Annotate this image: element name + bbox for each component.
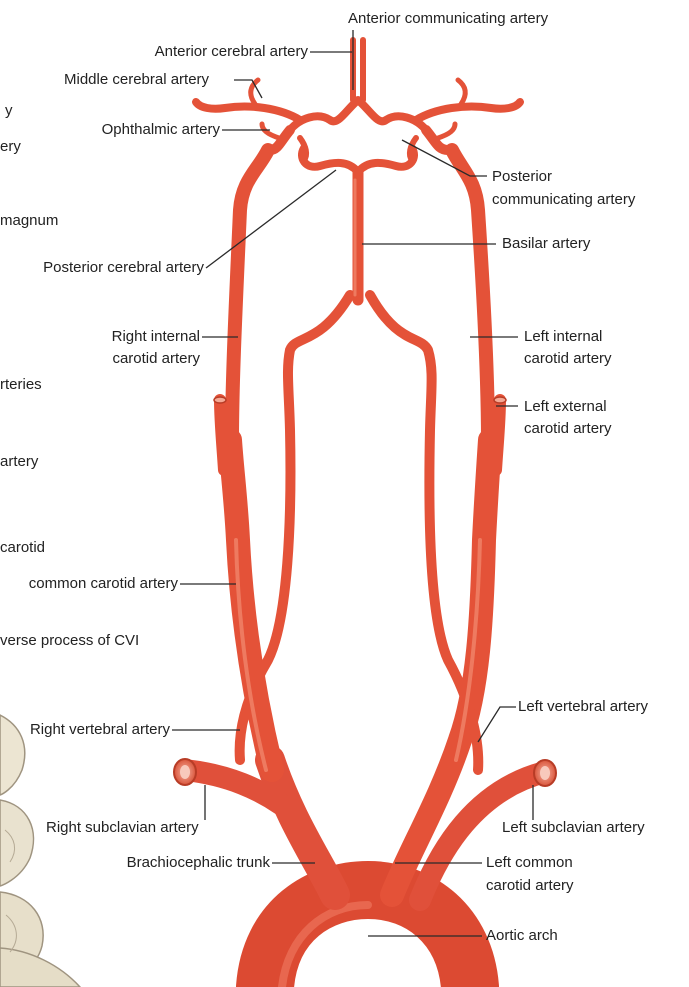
- label-basilar-artery: Basilar artery: [502, 233, 590, 255]
- label-anterior-communicating-artery: Anterior communicating artery: [348, 8, 548, 30]
- label-right-subclavian-artery: Right subclavian artery: [46, 817, 199, 839]
- cropped-label-carotid: carotid: [0, 537, 45, 559]
- label-right-internal-carotid-line1: Right internal: [60, 326, 200, 348]
- label-anterior-cerebral-artery: Anterior cerebral artery: [114, 41, 308, 63]
- cropped-label-1: y: [5, 100, 13, 122]
- label-brachiocephalic-trunk: Brachiocephalic trunk: [60, 852, 270, 874]
- label-left-common-carotid-line1: Left common: [486, 852, 573, 874]
- label-left-internal-carotid-line1: Left internal: [524, 326, 602, 348]
- cropped-label-2: ery: [0, 136, 21, 158]
- cropped-label-arteries: rteries: [0, 374, 42, 396]
- label-middle-cerebral-artery: Middle cerebral artery: [64, 69, 209, 91]
- cropped-label-transverse-process: verse process of CVI: [0, 630, 139, 652]
- right-internal-carotid: [232, 150, 268, 440]
- middle-cerebral-artery: [196, 102, 300, 120]
- label-left-vertebral-artery: Left vertebral artery: [518, 696, 648, 718]
- label-left-internal-carotid-line2: carotid artery: [524, 348, 612, 370]
- right-vertebral-artery: [240, 295, 350, 760]
- cropped-label-foramen-magnum: magnum: [0, 210, 58, 232]
- left-vertebral-artery: [370, 295, 478, 770]
- cropped-label-artery: artery: [0, 451, 38, 473]
- label-posterior-communicating-line2: communicating artery: [492, 189, 635, 211]
- label-posterior-communicating-line1: Posterior: [492, 166, 552, 188]
- circle-of-willis: [290, 100, 426, 130]
- left-external-lumen: [494, 397, 506, 403]
- label-right-internal-carotid-line2: carotid artery: [60, 348, 200, 370]
- label-ophthalmic-artery: Ophthalmic artery: [60, 119, 220, 141]
- right-common-carotid: [230, 440, 272, 770]
- ophthalmic-artery: [262, 124, 285, 140]
- left-internal-carotid: [452, 150, 488, 440]
- label-right-vertebral-artery: Right vertebral artery: [0, 719, 170, 741]
- label-left-external-carotid-line2: carotid artery: [524, 418, 612, 440]
- label-aortic-arch: Aortic arch: [486, 925, 558, 947]
- brachiocephalic-trunk: [270, 760, 335, 895]
- label-left-common-carotid-line2: carotid artery: [486, 875, 574, 897]
- posterior-cerebral-artery: [302, 148, 358, 172]
- label-posterior-cerebral-artery: Posterior cerebral artery: [0, 257, 204, 279]
- label-right-common-carotid: common carotid artery: [0, 573, 178, 595]
- label-left-external-carotid-line1: Left external: [524, 396, 607, 418]
- cervical-vertebrae: [0, 715, 80, 987]
- label-left-subclavian-artery: Left subclavian artery: [502, 817, 645, 839]
- right-external-lumen: [214, 397, 226, 403]
